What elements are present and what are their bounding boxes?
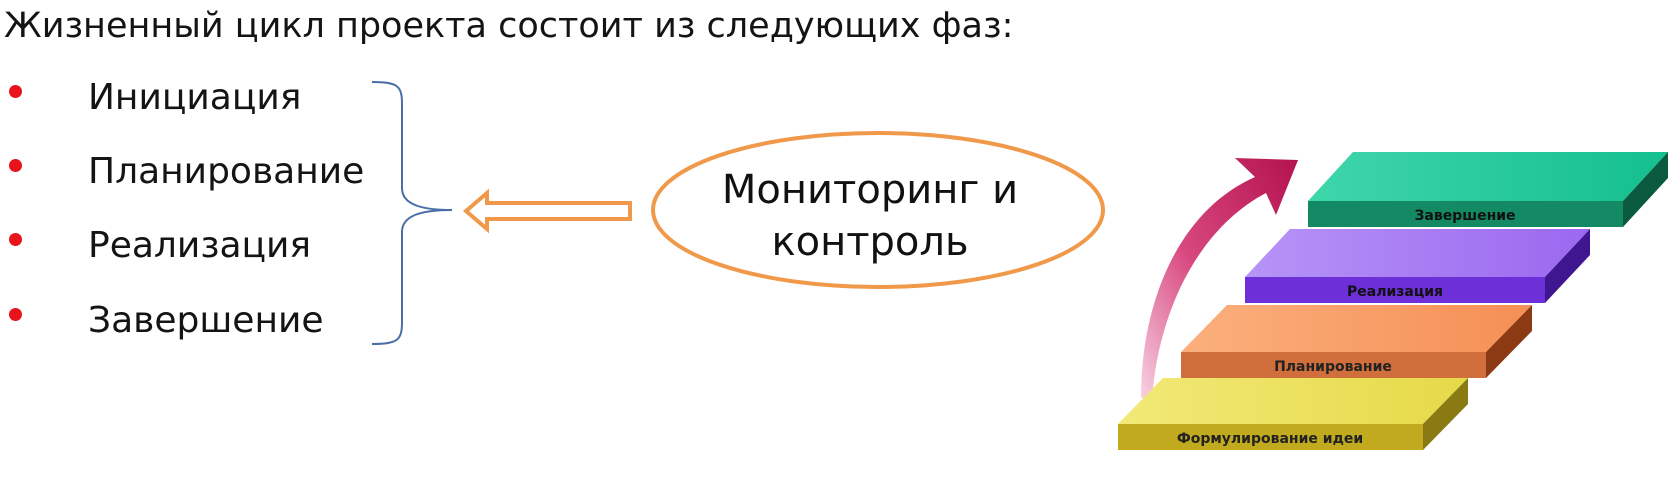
bullet-dot-icon (9, 308, 22, 321)
page-heading: Жизненный цикл проекта состоит из следую… (4, 6, 1014, 46)
stair-label: Реализация (1347, 284, 1443, 300)
monitoring-label: Мониторинг и контроль (700, 164, 1040, 268)
monitoring-line-2: контроль (771, 219, 969, 265)
stair-step-1 (1118, 378, 1468, 450)
stair-label: Формулирование идеи (1177, 431, 1363, 447)
stair-label: Завершение (1414, 208, 1515, 224)
stair-step-4 (1308, 152, 1668, 227)
phase-label: Планирование (88, 151, 365, 192)
bullet-dot-icon (9, 159, 22, 172)
stair-label: Планирование (1274, 359, 1392, 375)
left-arrow-icon (462, 188, 632, 234)
bullet-dot-icon (9, 233, 22, 246)
curly-brace-icon (371, 81, 453, 345)
phase-label: Реализация (88, 225, 312, 266)
curved-arrow-icon (1141, 158, 1298, 398)
monitoring-ellipse (651, 131, 1105, 289)
monitoring-line-1: Мониторинг и (721, 167, 1019, 213)
phase-label: Инициация (88, 77, 302, 118)
phase-label: Завершение (88, 300, 324, 341)
stair-step-3 (1245, 229, 1590, 303)
bullet-dot-icon (9, 85, 22, 98)
stair-step-2 (1181, 305, 1532, 378)
